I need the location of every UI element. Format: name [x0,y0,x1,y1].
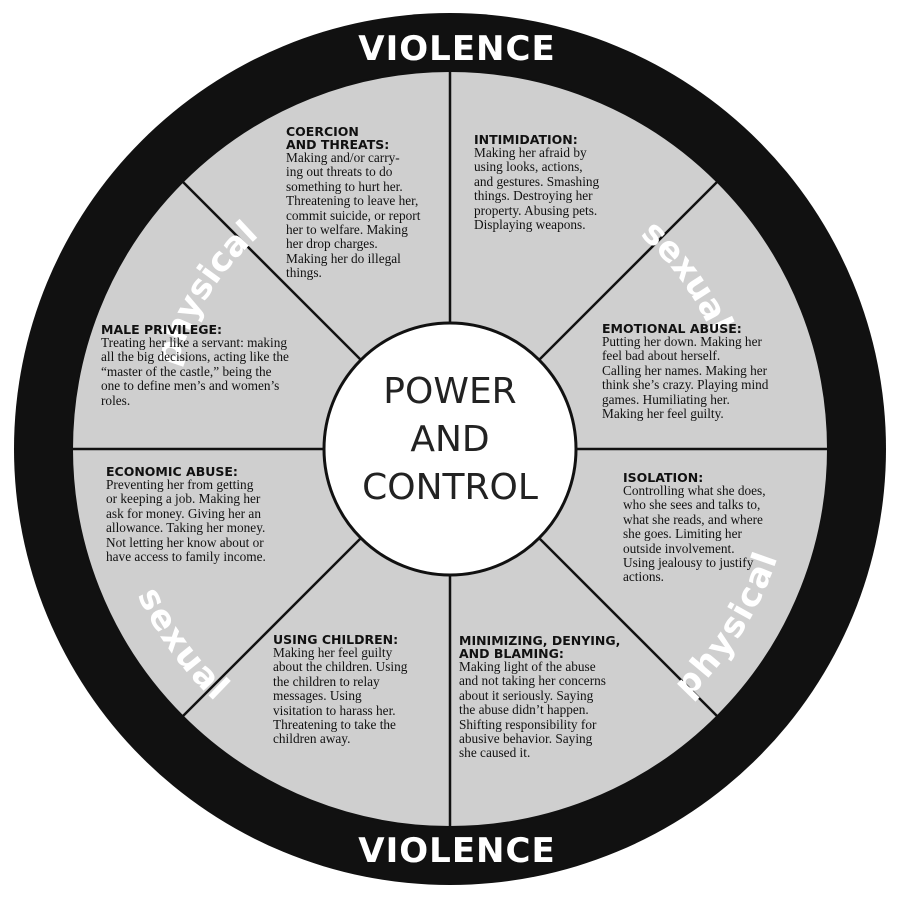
segment-children-title: USING CHILDREN: [273,632,399,647]
segment-children: USING CHILDREN: Making her feel guilty a… [273,633,453,747]
divider-top-left [182,181,363,362]
segment-dividers [72,71,828,827]
center-hub [322,321,578,577]
center-label: POWER AND CONTROL [362,371,538,508]
segment-coercion: COERCION AND THREATS: Making and/or carr… [286,125,446,281]
segment-coercion-title: COERCION AND THREATS: [286,124,390,152]
segment-minimizing-body: Making light of the abuse and not taking… [459,659,606,761]
divider-top-right [537,181,718,362]
segment-economic-body: Preventing her from getting or keeping a… [106,477,266,565]
segment-minimizing: MINIMIZING, DENYING, AND BLAMING: Making… [459,634,659,761]
segment-intimidation-body: Making her afraid by using looks, action… [474,145,600,233]
rim-top-violence: VIOLENCE [358,29,555,69]
segment-coercion-body: Making and/or carry- ing out threats to … [286,150,421,281]
segment-isolation-title: ISOLATION: [623,470,704,485]
divider-bottom-right [537,536,718,717]
segment-emotional-body: Putting her down. Making her feel bad ab… [602,334,769,422]
segment-economic: ECONOMIC ABUSE: Preventing her from gett… [106,465,326,564]
segment-intimidation-title: INTIMIDATION: [474,132,578,147]
segment-male-privilege-title: MALE PRIVILEGE: [101,322,223,337]
segment-emotional: EMOTIONAL ABUSE: Putting her down. Makin… [602,322,812,421]
segment-male-privilege: MALE PRIVILEGE: Treating her like a serv… [101,323,341,408]
segment-isolation-body: Controlling what she does, who she sees … [623,483,766,585]
segment-economic-title: ECONOMIC ABUSE: [106,464,238,479]
segment-emotional-title: EMOTIONAL ABUSE: [602,321,742,336]
divider-bottom-left [182,536,363,717]
segment-intimidation: INTIMIDATION: Making her afraid by using… [474,133,644,232]
segment-isolation: ISOLATION: Controlling what she does, wh… [623,471,813,585]
segment-minimizing-title: MINIMIZING, DENYING, AND BLAMING: [459,633,621,661]
rim-bottom-violence: VIOLENCE [358,831,555,871]
segment-children-body: Making her feel guilty about the childre… [273,645,408,747]
segment-male-privilege-body: Treating her like a servant: making all … [101,335,289,408]
